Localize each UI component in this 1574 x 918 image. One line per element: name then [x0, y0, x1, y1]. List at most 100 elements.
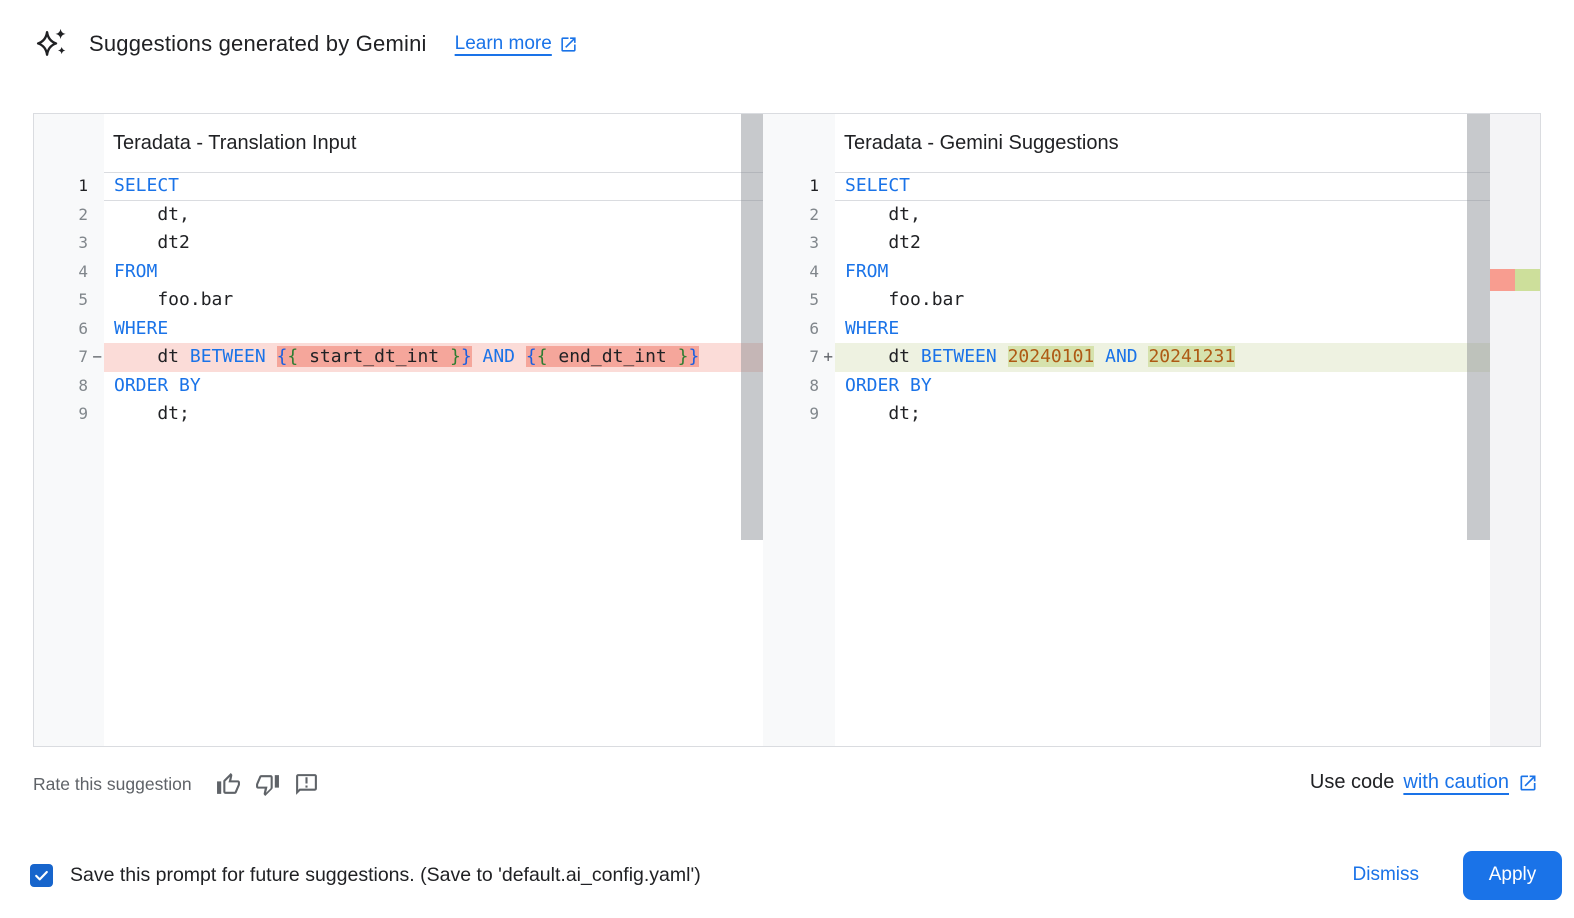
scrollbar-left[interactable] — [741, 114, 763, 540]
rate-suggestion-row: Rate this suggestion — [33, 769, 322, 799]
line-number: 1 — [809, 176, 819, 195]
line-number: 4 — [78, 261, 88, 281]
rate-suggestion-label: Rate this suggestion — [33, 773, 192, 794]
code-token: WHERE — [845, 317, 900, 339]
line-number: 7+ — [763, 343, 835, 372]
code-text: dt2 — [835, 229, 1540, 258]
thumbs-down-button[interactable] — [253, 769, 283, 799]
code-token: AND — [482, 346, 516, 367]
code-line: 9 dt; — [763, 400, 1540, 429]
line-number: 8 — [78, 375, 88, 395]
feedback-button[interactable] — [292, 769, 322, 799]
apply-button[interactable]: Apply — [1463, 850, 1562, 900]
line-number-gutter — [34, 114, 104, 746]
code-line: 7+ dt BETWEEN 20240101 AND 20241231 — [763, 343, 1540, 372]
use-code-text: Use code — [1309, 771, 1395, 793]
code-text: WHERE — [835, 315, 1540, 344]
code-text: dt2 — [104, 229, 763, 258]
panel-title-right: Teradata - Gemini Suggestions — [844, 131, 1119, 154]
code-token: dt; — [114, 403, 190, 424]
feedback-icon — [294, 772, 319, 797]
code-line: 7− dt BETWEEN {{ start_dt_int }} AND {{ … — [34, 343, 763, 372]
code-line: 4 FROM — [763, 258, 1540, 287]
scrollbar-right[interactable] — [1467, 114, 1490, 540]
code-line: 3 dt2 — [763, 229, 1540, 258]
line-number: 3 — [809, 233, 819, 252]
code-token: ORDER BY — [114, 374, 201, 396]
code-token: 20241231 — [1148, 346, 1236, 367]
diff-overview-ruler — [1490, 114, 1540, 746]
gemini-sparkle-icon — [33, 27, 69, 61]
code-line: 5 foo.bar — [34, 286, 763, 315]
code-token — [515, 346, 526, 367]
code-line: 1 SELECT — [34, 172, 763, 201]
code-token: dt2 — [845, 232, 921, 253]
suggestions-header: Suggestions generated by Gemini Learn mo… — [33, 27, 578, 61]
code-token — [1094, 346, 1105, 367]
diff-sign: + — [823, 347, 833, 366]
code-text: FROM — [104, 258, 763, 287]
code-token: } — [677, 346, 689, 367]
line-number: 5 — [78, 290, 88, 309]
code-token: { — [287, 346, 299, 367]
thumbs-up-button[interactable] — [214, 769, 244, 799]
code-line: 1 SELECT — [763, 172, 1540, 201]
dismiss-button[interactable]: Dismiss — [1335, 854, 1438, 896]
line-number: 8 — [809, 375, 819, 395]
code-text: dt BETWEEN {{ start_dt_int }} AND {{ end… — [104, 343, 763, 372]
code-text: foo.bar — [104, 286, 763, 315]
code-token: dt, — [845, 203, 921, 225]
code-token: foo.bar — [114, 289, 234, 310]
code-token: } — [460, 346, 472, 367]
panel-title-left: Teradata - Translation Input — [113, 131, 357, 154]
code-token: { — [276, 346, 288, 367]
code-token: BETWEEN — [189, 346, 266, 367]
code-token — [997, 346, 1008, 367]
external-link-icon — [1518, 773, 1538, 793]
code-line: 8 ORDER BY — [763, 372, 1540, 401]
thumbs-down-icon — [255, 772, 280, 797]
code-token: end_dt_int — [547, 346, 678, 367]
code-text: dt; — [835, 400, 1540, 429]
code-text: ORDER BY — [835, 372, 1540, 401]
code-text: ORDER BY — [104, 372, 763, 401]
thumbs-up-icon — [216, 772, 241, 797]
code-text: dt BETWEEN 20240101 AND 20241231 — [835, 343, 1540, 372]
code-line: 6 WHERE — [763, 315, 1540, 344]
overview-removed-mark — [1490, 269, 1515, 291]
line-number: 9 — [78, 404, 88, 423]
code-text: SELECT — [104, 172, 763, 201]
learn-more-link[interactable]: Learn more — [455, 33, 578, 55]
overview-added-mark — [1515, 269, 1540, 291]
code-token — [472, 346, 483, 367]
code-text: foo.bar — [835, 286, 1540, 315]
code-token — [1138, 346, 1149, 367]
line-number: 4 — [809, 261, 819, 281]
line-number: 1 — [78, 176, 88, 195]
code-text: dt, — [104, 201, 763, 230]
footer-bar: Save this prompt for future suggestions.… — [30, 849, 1562, 901]
code-text: SELECT — [835, 172, 1540, 201]
code-line: 2 dt, — [34, 201, 763, 230]
line-number: 6 — [809, 318, 819, 338]
save-prompt-checkbox[interactable] — [30, 863, 53, 887]
code-text: FROM — [835, 258, 1540, 287]
line-number: 2 — [78, 204, 88, 224]
code-token — [266, 346, 277, 367]
code-line: 3 dt2 — [34, 229, 763, 258]
code-text: dt; — [104, 400, 763, 429]
code-token: } — [688, 346, 700, 367]
code-token: foo.bar — [845, 289, 965, 310]
code-token: { — [536, 346, 548, 367]
checkmark-icon — [33, 867, 50, 884]
with-caution-link[interactable]: with caution — [1403, 771, 1509, 793]
code-token: WHERE — [114, 317, 169, 339]
code-token: { — [525, 346, 537, 367]
code-text: dt, — [835, 201, 1540, 230]
code-token: FROM — [114, 260, 158, 282]
